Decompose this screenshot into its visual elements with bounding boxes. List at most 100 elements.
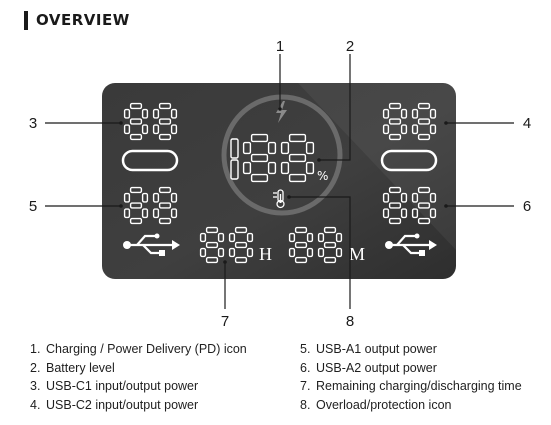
digit-segment	[234, 226, 248, 234]
legend-number: 6.	[300, 360, 311, 375]
digit-segment	[141, 192, 149, 203]
legend-item: 1. Charging / Power Delivery (PD) icon	[30, 340, 247, 359]
digit-segment	[288, 153, 307, 163]
seven-segment-digit	[280, 133, 315, 183]
digit-segment	[141, 124, 149, 135]
digit-segment	[417, 186, 431, 194]
digit-segment	[234, 256, 248, 264]
legend-number: 1.	[30, 342, 41, 356]
legend-text: Remaining charging/discharging time	[316, 379, 522, 393]
digit-segment	[158, 202, 172, 209]
legend-text: USB-A1 output power	[316, 342, 437, 356]
callout-1: 1	[276, 38, 284, 55]
legend-right: 5. USB-A1 output power 6. USB-A2 output …	[300, 340, 522, 414]
seven-segment-digit	[411, 186, 437, 225]
legend-item: 7. Remaining charging/discharging time	[300, 377, 522, 396]
digit-segment	[152, 108, 160, 119]
digit-segment	[417, 202, 431, 209]
heading-text: OVERVIEW	[36, 11, 130, 29]
digit-segment	[129, 186, 143, 194]
seven-segment-digit	[199, 226, 225, 264]
digit-segment	[129, 217, 143, 225]
seven-segment-digit	[152, 102, 178, 141]
legend-item: 4. USB-C2 input/output power	[30, 396, 247, 415]
digit-segment	[205, 241, 219, 249]
digit-segment	[230, 159, 239, 180]
digit-segment	[317, 232, 325, 243]
percent-symbol: %	[317, 169, 328, 183]
digit-segment	[294, 256, 308, 264]
digit-segment	[170, 192, 178, 203]
digit-segment	[158, 217, 172, 225]
digit-segment	[388, 186, 402, 194]
minutes-symbol: M	[349, 244, 365, 264]
digit-segment	[400, 108, 408, 119]
lightning-icon	[276, 101, 287, 123]
legend-text: USB-A2 output power	[316, 360, 437, 375]
digit-segment	[429, 208, 437, 219]
digit-segment	[288, 173, 307, 183]
thermometer-icon	[273, 189, 285, 209]
digit-segment	[388, 217, 402, 225]
digit-segment	[158, 118, 172, 125]
digit-segment	[323, 256, 337, 264]
digit-segment	[158, 133, 172, 141]
seven-segment-digit	[123, 102, 149, 141]
digit-segment	[288, 133, 307, 143]
digit-segment	[199, 247, 207, 258]
legend-number: 4.	[30, 397, 41, 412]
digit-segment	[429, 108, 437, 119]
digit-segment	[280, 161, 290, 175]
digit-segment	[205, 226, 219, 234]
digit-segment	[417, 102, 431, 110]
digit-segment	[230, 138, 239, 159]
digit-segment	[335, 232, 343, 243]
seven-segment-digit	[152, 186, 178, 225]
digit-segment	[417, 118, 431, 125]
usb-a-symbol-icon	[385, 233, 437, 256]
seven-segment-digit	[230, 138, 239, 180]
legend-text: Charging / Power Delivery (PD) icon	[46, 342, 247, 356]
digit-segment	[250, 153, 269, 163]
seven-segment-digit	[382, 186, 408, 225]
digit-segment	[217, 247, 225, 258]
digit-segment	[123, 124, 131, 135]
legend-text: Battery level	[46, 360, 115, 375]
legend-item: 2. Battery level	[30, 359, 247, 378]
lcd-panel	[102, 83, 456, 279]
digit-segment	[417, 217, 431, 225]
digit-segment	[158, 186, 172, 194]
digit-segment	[411, 108, 419, 119]
seven-segment-digit	[242, 133, 277, 183]
digit-segment	[242, 161, 252, 175]
digit-segment	[250, 173, 269, 183]
digit-segment	[400, 208, 408, 219]
digit-segment	[246, 232, 254, 243]
digit-segment	[152, 208, 160, 219]
digit-segment	[170, 108, 178, 119]
digit-segment	[317, 247, 325, 258]
usb-c-port-icon	[380, 149, 438, 172]
digit-segment	[267, 161, 277, 175]
digit-segment	[242, 141, 252, 155]
digit-segment	[234, 241, 248, 249]
digit-segment	[170, 124, 178, 135]
digit-segment	[205, 256, 219, 264]
digit-segment	[411, 208, 419, 219]
digit-segment	[388, 102, 402, 110]
digit-segment	[158, 102, 172, 110]
seven-segment-digit	[228, 226, 254, 264]
digit-segment	[323, 226, 337, 234]
legend-text: USB-C1 input/output power	[46, 379, 199, 393]
digit-segment	[388, 118, 402, 125]
seven-segment-digit	[288, 226, 314, 264]
legend-number: 2.	[30, 360, 41, 375]
callout-2: 2	[346, 38, 354, 55]
digit-segment	[382, 124, 390, 135]
callout-7: 7	[221, 313, 229, 330]
leader-line-2	[319, 54, 351, 161]
digit-segment	[288, 247, 296, 258]
legend-item: 8. Overload/protection icon	[300, 396, 522, 415]
usb-a-symbol-icon	[123, 233, 180, 256]
usb-c-port-icon	[121, 149, 179, 172]
